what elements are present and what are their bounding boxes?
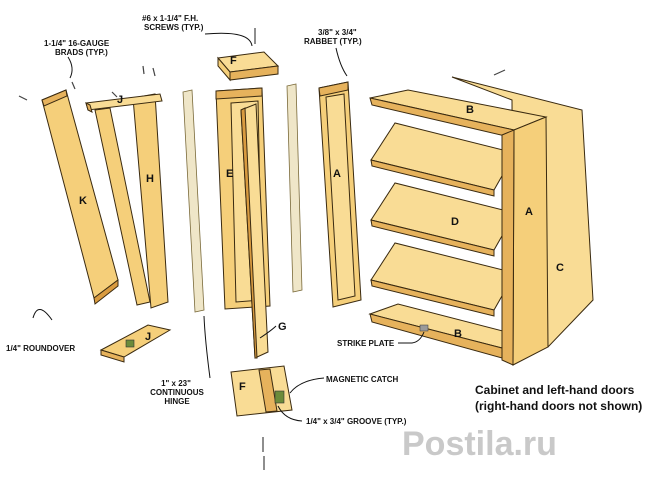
hinge-left <box>182 89 205 313</box>
door-frame-h <box>85 93 169 309</box>
roundover-callout: 1/4" ROUNDOVER <box>6 344 75 353</box>
nail-icons <box>18 28 506 470</box>
part-label-c: C <box>556 262 564 274</box>
rabbet-callout: 3/8" x 3/4" <box>318 28 357 37</box>
shelf-1 <box>370 122 516 197</box>
part-label-h: H <box>146 173 154 185</box>
hinge-right <box>286 83 303 293</box>
catch-plate-icon <box>125 339 135 348</box>
strike-plate-callout: STRIKE PLATE <box>337 339 395 348</box>
magnetic-catch-callout: MAGNETIC CATCH <box>326 375 399 384</box>
rabbet-callout-line2: RABBET (TYP.) <box>304 37 362 46</box>
strike-plate-icon <box>419 324 429 332</box>
part-label-a-door: A <box>333 168 341 180</box>
door-a <box>318 81 362 308</box>
screws-callout: #6 x 1-1/4" F.H. <box>142 14 198 23</box>
groove-callout: 1/4" x 3/4" GROOVE (TYP.) <box>306 417 407 426</box>
part-label-j-bottom: J <box>145 331 151 343</box>
screws-callout-line2: SCREWS (TYP.) <box>144 23 204 32</box>
part-label-j-top: J <box>117 94 123 106</box>
part-label-e: E <box>226 168 233 180</box>
part-label-b-bottom: B <box>454 328 462 340</box>
part-label-f-bottom: F <box>239 381 246 393</box>
brads-callout: 1-1/4" 16-GAUGE <box>44 39 110 48</box>
caption-line-1: Cabinet and left-hand doors <box>475 383 635 397</box>
part-label-f-top: F <box>230 55 237 67</box>
rail-j-bottom <box>99 324 172 363</box>
part-label-g: G <box>278 321 287 333</box>
block-f-bottom <box>230 365 293 417</box>
door-panel-k <box>41 89 119 305</box>
part-label-k: K <box>79 195 87 207</box>
cabinet-side-a <box>501 116 549 366</box>
caption-line-2: (right-hand doors not shown) <box>475 399 642 413</box>
hinge-callout: 1" x 23" <box>161 379 191 388</box>
hinge-callout-line3: HINGE <box>164 397 190 406</box>
magnetic-catch-icon <box>274 390 285 404</box>
part-label-a-side: A <box>525 206 533 218</box>
brads-callout-line2: BRADS (TYP.) <box>55 48 108 57</box>
part-label-b-top: B <box>466 104 474 116</box>
hinge-callout-line2: CONTINUOUS <box>150 388 204 397</box>
block-f-top <box>217 51 280 82</box>
watermark-text: Postila.ru <box>402 425 557 463</box>
part-label-d: D <box>451 216 459 228</box>
leader-lines <box>32 32 425 422</box>
door-panel-g <box>240 103 269 359</box>
cabinet-bottom-b <box>368 303 524 359</box>
